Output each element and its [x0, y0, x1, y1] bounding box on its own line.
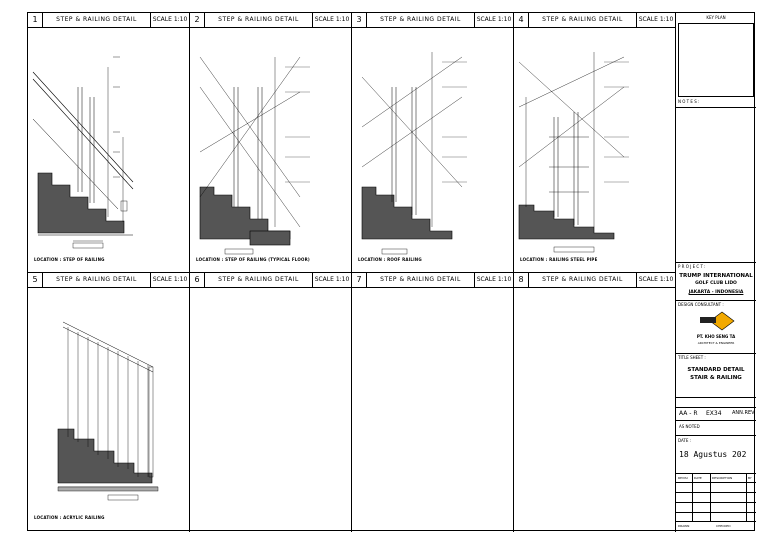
date-section: DATE : 18 Agustus 202: [676, 436, 756, 474]
code-a: AA - R: [679, 410, 698, 417]
panel-number: 5: [28, 273, 43, 287]
panel-5: 5 STEP & RAILING DETAIL SCALE 1:10 LOCAT…: [28, 273, 190, 532]
panel-scale: SCALE 1:10: [312, 273, 351, 287]
panel-scale: SCALE 1:10: [474, 273, 513, 287]
notes-section: [676, 108, 756, 263]
panel-scale: SCALE 1:10: [474, 13, 513, 27]
title-block: KEY PLAN N O T E S : P R O J E C T : TRU…: [676, 13, 756, 532]
panel-number: 1: [28, 13, 43, 27]
panel-1: 1 STEP & RAILING DETAIL SCALE 1:10 L: [28, 13, 190, 273]
panel-title: STEP & RAILING DETAIL: [380, 276, 461, 283]
stair-railing-drawing-3: [361, 52, 467, 255]
panel-scale: SCALE 1:10: [636, 273, 675, 287]
date-value: 18 Agustus 202: [679, 450, 747, 459]
panel-7: 7 STEP & RAILING DETAIL SCALE 1:10: [352, 273, 514, 532]
panel-number: 8: [514, 273, 529, 287]
panel-title: STEP & RAILING DETAIL: [542, 16, 623, 23]
footer-drawn: DRAWN: [678, 524, 690, 528]
panel-6: 6 STEP & RAILING DETAIL SCALE 1:10: [190, 273, 352, 532]
footer-checked: CHECKED: [716, 524, 731, 528]
panel-2: 2 STEP & RAILING DETAIL SCALE 1:10 LOCAT…: [190, 13, 352, 273]
rev-header-1: REVISI: [678, 476, 688, 480]
company-subtitle: ARCHITECT & ENGINEER: [697, 341, 735, 345]
company-logo-icon: [700, 311, 735, 331]
scale-text: AS NOTED: [679, 424, 700, 429]
panel-4: 4 STEP & RAILING DETAIL SCALE 1:10 L: [514, 13, 676, 273]
keyplan-box: [678, 23, 754, 97]
drawing-title-label: TITLE SHEET :: [678, 355, 706, 360]
panel-number: 2: [190, 13, 205, 27]
panel-8: 8 STEP & RAILING DETAIL SCALE 1:10: [514, 273, 676, 532]
panel-number: 7: [352, 273, 367, 287]
panel-3: 3 STEP & RAILING DETAIL SCALE 1:10 LOCAT…: [352, 13, 514, 273]
drawing-title-section: TITLE SHEET : STANDARD DETAIL STAIR & RA…: [676, 354, 756, 398]
panel-scale: SCALE 1:10: [636, 13, 675, 27]
stair-railing-drawing-4: [518, 52, 629, 253]
panel-header: 1 STEP & RAILING DETAIL SCALE 1:10: [28, 13, 189, 28]
code-c: ANN.REV: [732, 410, 755, 416]
drawing-sheet: 1 STEP & RAILING DETAIL SCALE 1:10 L: [27, 12, 756, 532]
rev-header-2: DATE: [694, 476, 702, 480]
panel-title: STEP & RAILING DETAIL: [542, 276, 623, 283]
panel-number: 6: [190, 273, 205, 287]
panel-title: STEP & RAILING DETAIL: [218, 276, 299, 283]
panel-scale: SCALE 1:10: [312, 13, 351, 27]
panel-header: 2 STEP & RAILING DETAIL SCALE 1:10: [190, 13, 351, 28]
panel-header: 3 STEP & RAILING DETAIL SCALE 1:10: [352, 13, 513, 28]
location-label: LOCATION : ROOF RAILING: [358, 257, 422, 262]
keyplan-section: KEY PLAN N O T E S :: [676, 13, 756, 108]
stair-railing-drawing-1: [32, 56, 134, 249]
panel-title: STEP & RAILING DETAIL: [56, 276, 137, 283]
panel-header: 8 STEP & RAILING DETAIL SCALE 1:10: [514, 273, 675, 288]
code-b: EX34: [706, 410, 722, 417]
consultant-label: DESIGN CONSULTANT :: [678, 302, 724, 307]
keyplan-label: KEY PLAN: [706, 15, 726, 20]
drawing-title-2: STAIR & RAILING: [690, 375, 742, 381]
location-label: LOCATION : STEP OF RAILING (TYPICAL FLOO…: [196, 257, 310, 262]
panel-header: 5 STEP & RAILING DETAIL SCALE 1:10: [28, 273, 189, 288]
stair-railing-drawing-2: [199, 56, 310, 255]
panel-number: 3: [352, 13, 367, 27]
stair-railing-drawing-5: [57, 321, 159, 501]
project-name-1: TRUMP INTERNATIONAL: [679, 273, 753, 279]
panel-scale: SCALE 1:10: [150, 13, 189, 27]
footer-section: DRAWN CHECKED: [676, 522, 756, 532]
panel-number: 4: [514, 13, 529, 27]
project-label: P R O J E C T :: [678, 264, 706, 269]
consultant-section: DESIGN CONSULTANT : PT. KHO SENG TA ARCH…: [676, 301, 756, 354]
panel-header: 6 STEP & RAILING DETAIL SCALE 1:10: [190, 273, 351, 288]
panel-title: STEP & RAILING DETAIL: [380, 16, 461, 23]
location-label: LOCATION : RAILING STEEL PIPE: [520, 257, 598, 262]
project-name-3: JAKARTA - INDONESIA: [688, 290, 744, 295]
drawing-code-section: AA - R EX34 ANN.REV AS NOTED: [676, 398, 756, 436]
revision-table: REVISI DATE DESCRIPTION BY: [676, 474, 756, 522]
location-label: LOCATION : ACRYLIC RAILING: [34, 515, 105, 520]
panel-scale: SCALE 1:10: [150, 273, 189, 287]
company-name: PT. KHO SENG TA: [696, 334, 736, 339]
location-label: LOCATION : STEP OF RAILING: [34, 257, 105, 262]
rev-header-4: BY: [748, 476, 752, 480]
panel-header: 4 STEP & RAILING DETAIL SCALE 1:10: [514, 13, 675, 28]
panel-title: STEP & RAILING DETAIL: [218, 16, 299, 23]
rev-header-3: DESCRIPTION: [712, 476, 733, 480]
panel-header: 7 STEP & RAILING DETAIL SCALE 1:10: [352, 273, 513, 288]
drawing-title-1: STANDARD DETAIL: [687, 367, 745, 373]
project-name-2: GOLF CLUB LIDO: [695, 281, 737, 286]
notes-label: N O T E S :: [678, 99, 700, 104]
panel-title: STEP & RAILING DETAIL: [56, 16, 137, 23]
date-label: DATE :: [678, 438, 692, 443]
project-section: P R O J E C T : TRUMP INTERNATIONAL GOLF…: [676, 263, 756, 301]
